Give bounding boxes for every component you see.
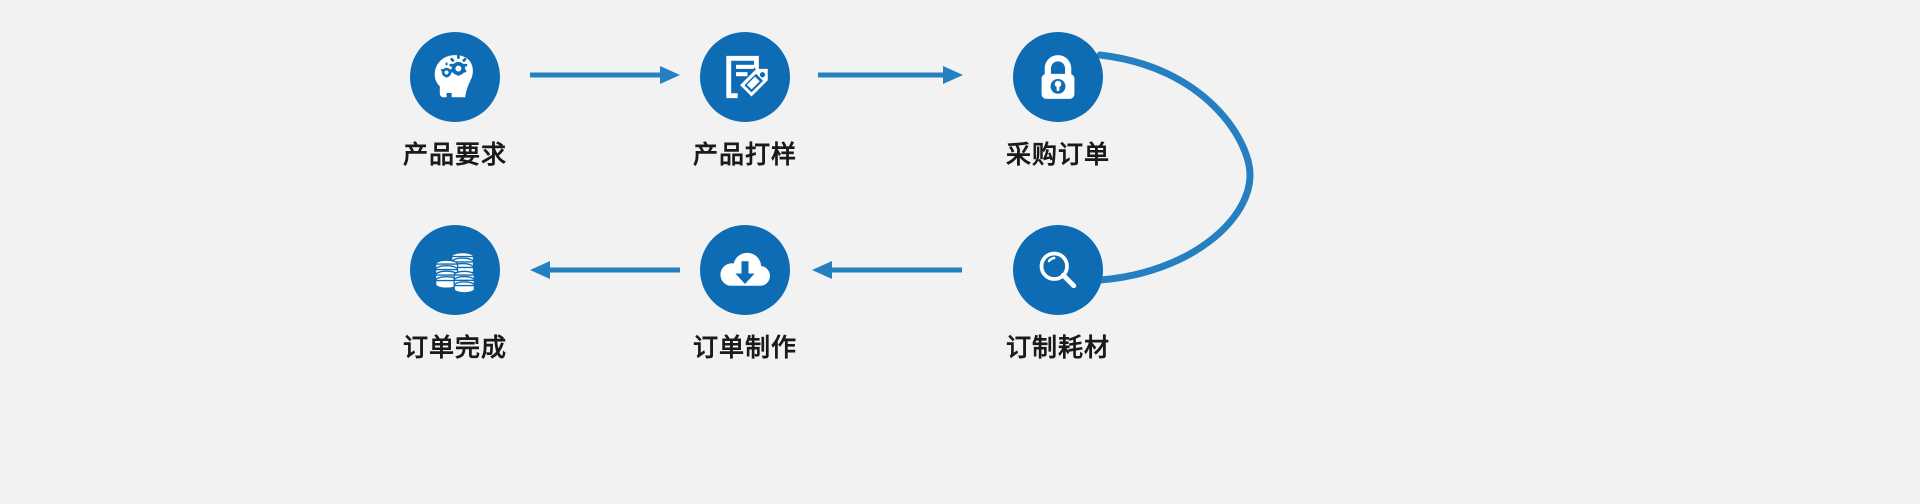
- node-label: 产品要求: [402, 140, 507, 169]
- magnifier-icon: [1039, 251, 1077, 289]
- lock-icon: [1041, 55, 1075, 99]
- node-label: 订单完成: [402, 333, 507, 362]
- node-circle: [410, 32, 500, 122]
- node-circle: [410, 225, 500, 315]
- node-product-requirement[interactable]: 产品要求: [355, 32, 555, 167]
- node-label: 订单制作: [692, 333, 797, 362]
- node-circle: [1013, 225, 1103, 315]
- document-tag-icon: [726, 55, 768, 99]
- node-circle: [1013, 32, 1103, 122]
- node-circle: [700, 32, 790, 122]
- node-label: 订制耗材: [1005, 333, 1110, 362]
- cloud-download-icon: [720, 252, 770, 286]
- node-custom-consumables[interactable]: 订制耗材: [958, 225, 1158, 360]
- node-circle: [700, 225, 790, 315]
- node-order-production[interactable]: 订单制作: [645, 225, 845, 360]
- node-order-complete[interactable]: 订单完成: [355, 225, 555, 360]
- node-product-sampling[interactable]: 产品打样: [645, 32, 845, 167]
- node-purchase-order[interactable]: 采购订单: [958, 32, 1158, 167]
- node-label: 产品打样: [692, 140, 797, 169]
- coins-icon: [434, 251, 476, 294]
- head-gears-icon: [434, 54, 473, 98]
- node-label: 采购订单: [1005, 140, 1110, 169]
